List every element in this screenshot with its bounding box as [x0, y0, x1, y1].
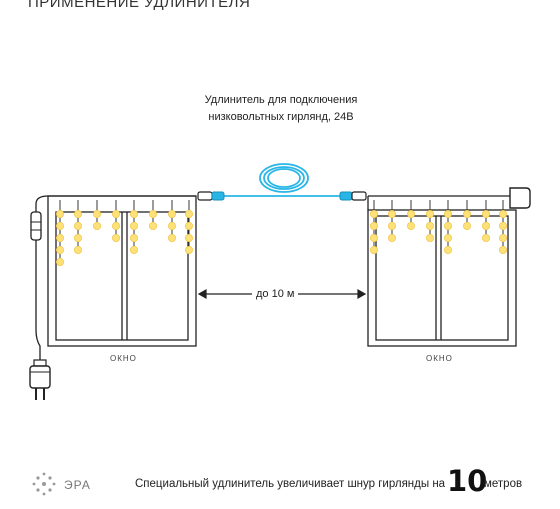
bulb-icon — [184, 245, 193, 254]
window-right-label: ОКНО — [426, 354, 453, 363]
footer-number: 10 — [447, 464, 488, 498]
controller-box — [30, 211, 42, 241]
window-right — [367, 209, 517, 347]
distance-label: до 10 м — [252, 288, 299, 300]
bulb-icon — [93, 209, 102, 218]
bulb-icon — [425, 221, 434, 230]
footer-unit: метров — [484, 478, 523, 490]
bulbs-left — [56, 200, 193, 266]
bulb-icon — [74, 209, 83, 218]
bulb-icon — [481, 221, 490, 230]
bulb-icon — [56, 245, 65, 254]
bulb-icon — [425, 233, 434, 242]
bulb-icon — [498, 209, 507, 218]
bulb-icon — [129, 221, 138, 230]
bulb-icon — [184, 233, 193, 242]
era-logo-mark — [32, 472, 56, 496]
bulb-icon — [93, 221, 102, 230]
bulb-icon — [406, 221, 415, 230]
bulb-icon — [406, 209, 415, 218]
bulb-icon — [56, 221, 65, 230]
bulb-icon — [443, 221, 452, 230]
bulb-icon — [74, 233, 83, 242]
bulb-icon — [387, 221, 396, 230]
bulb-icon — [129, 245, 138, 254]
bulb-icon — [462, 221, 471, 230]
left-garland-wire — [35, 195, 196, 360]
callout-line-1: Удлинитель для подключения — [204, 94, 358, 106]
bulbs-right — [369, 200, 507, 254]
bulb-icon — [462, 209, 471, 218]
power-plug — [29, 359, 51, 400]
bulb-icon — [369, 221, 378, 230]
bulb-icon — [498, 233, 507, 242]
bulb-icon — [425, 209, 434, 218]
bulb-icon — [56, 257, 65, 266]
end-cap — [509, 187, 531, 209]
bulb-icon — [387, 233, 396, 242]
bulb-icon — [167, 233, 176, 242]
page-title: ПРИМЕНЕНИЕ УДЛИНИТЕЛЯ — [28, 0, 251, 11]
bulb-icon — [184, 209, 193, 218]
brand-name: ЭРА — [64, 478, 91, 492]
connector-right — [339, 191, 367, 201]
bulb-icon — [112, 209, 121, 218]
bulb-icon — [112, 233, 121, 242]
extender-callout: Удлинитель для подключения низковольтных… — [196, 92, 366, 126]
window-left — [47, 195, 197, 347]
bulb-icon — [167, 221, 176, 230]
bulb-icon — [481, 233, 490, 242]
bulb-icon — [498, 245, 507, 254]
bulb-icon — [56, 209, 65, 218]
bulb-icon — [481, 209, 490, 218]
bulb-icon — [112, 221, 121, 230]
bulb-icon — [443, 209, 452, 218]
bulb-icon — [443, 233, 452, 242]
bulb-icon — [498, 221, 507, 230]
bulb-icon — [74, 245, 83, 254]
bulb-icon — [387, 209, 396, 218]
bulb-icon — [74, 221, 83, 230]
bulb-icon — [129, 209, 138, 218]
connector-left — [197, 191, 225, 201]
bulb-icon — [369, 245, 378, 254]
right-garland-wire — [367, 195, 510, 210]
bulb-icon — [56, 233, 65, 242]
bulb-icon — [148, 209, 157, 218]
footer-text: Специальный удлинитель увеличивает шнур … — [135, 478, 446, 490]
bulb-icon — [184, 221, 193, 230]
callout-line-2: низковольтных гирлянд, 24В — [208, 111, 354, 123]
bulb-icon — [167, 209, 176, 218]
bulb-icon — [129, 233, 138, 242]
window-left-label: ОКНО — [110, 354, 137, 363]
bulb-icon — [443, 245, 452, 254]
bulb-icon — [369, 233, 378, 242]
bulb-icon — [148, 221, 157, 230]
bulb-icon — [369, 209, 378, 218]
extender-cable — [222, 163, 340, 197]
